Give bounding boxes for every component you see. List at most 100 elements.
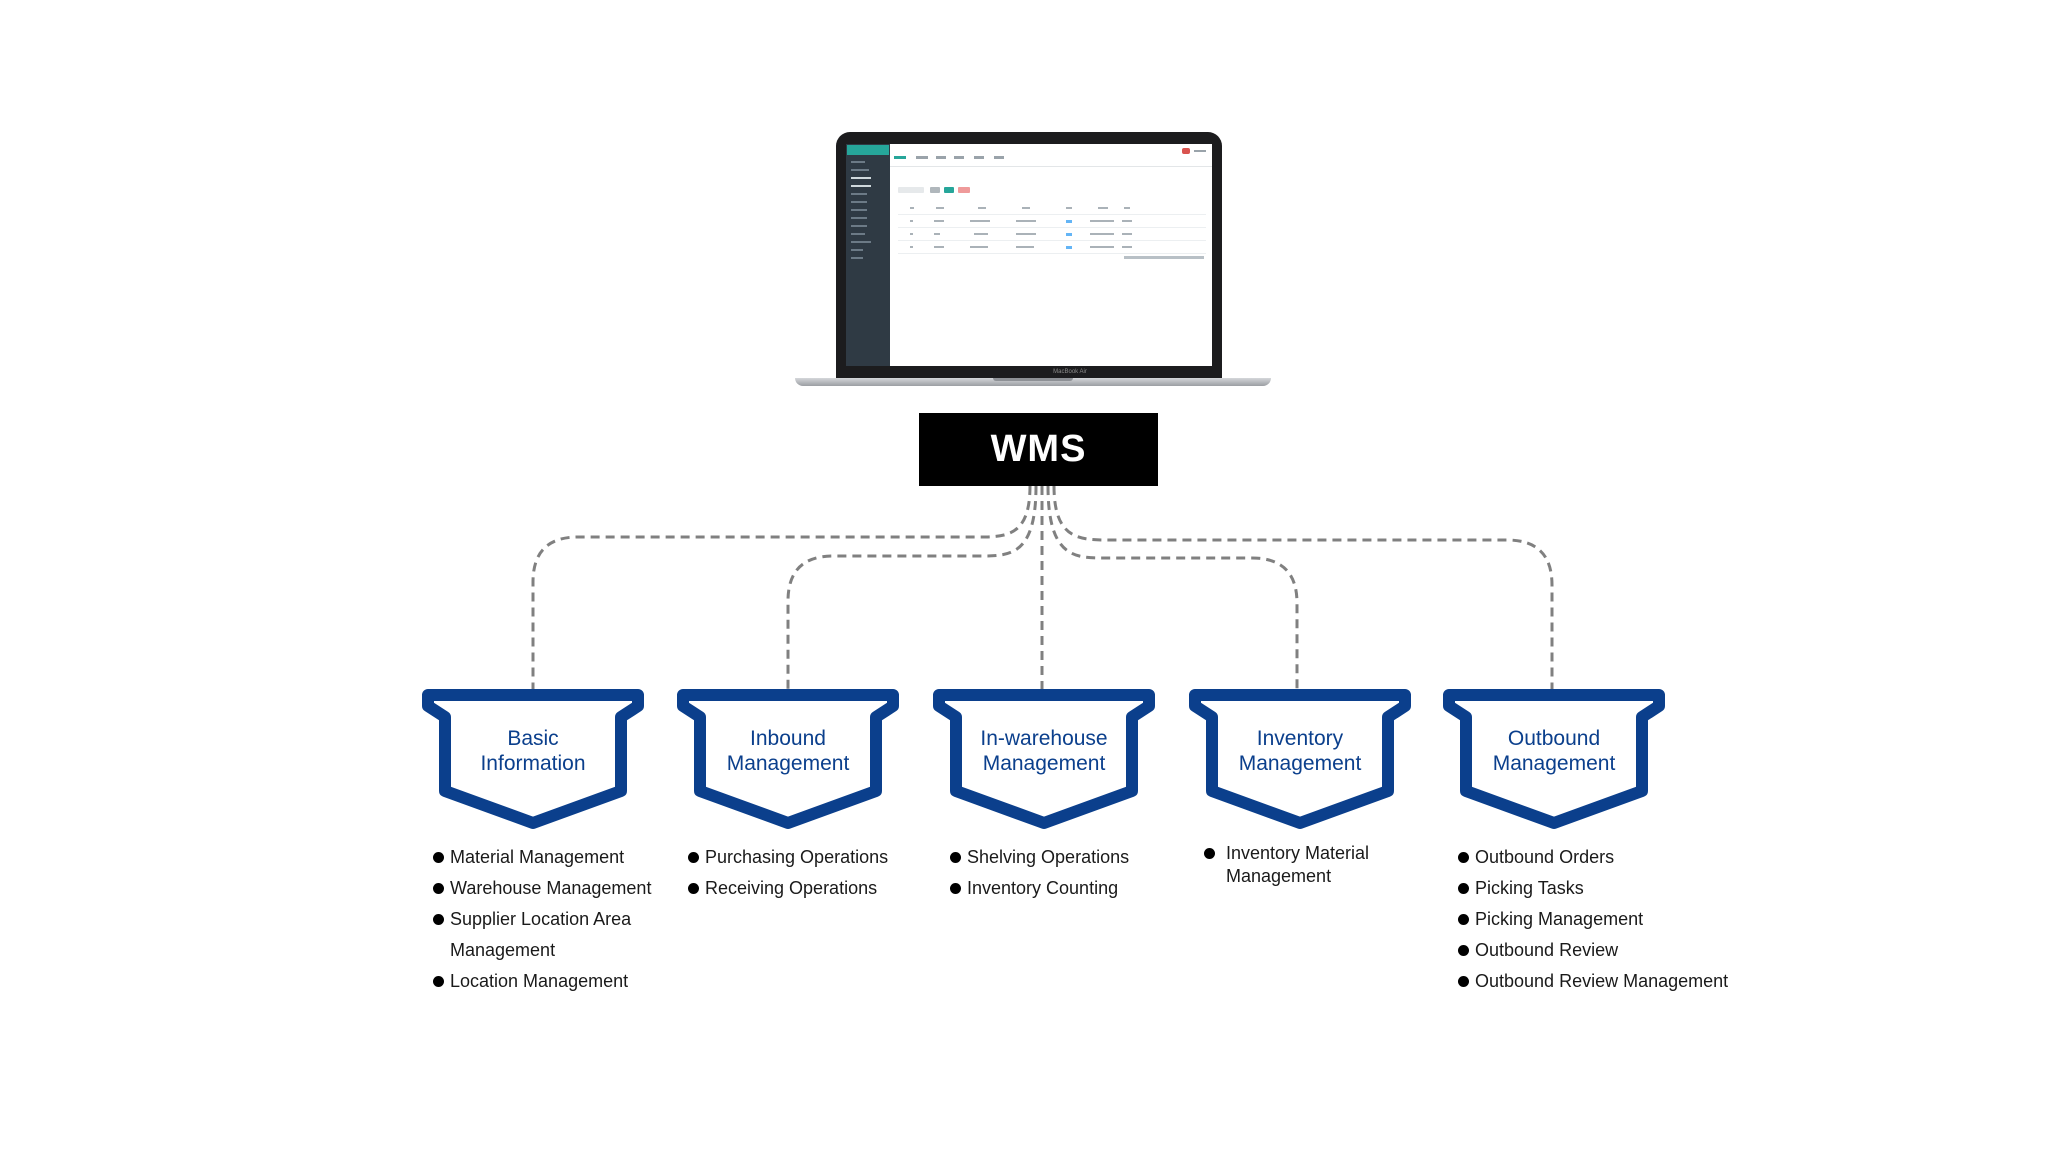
screen-cell [1122,233,1132,235]
list-item: Shelving Operations [950,842,1129,873]
screen-search-field [898,187,924,193]
screen-cell [934,233,940,235]
laptop-brand-label: MacBook Air [1053,369,1087,375]
screen-sidebar-item [851,241,871,243]
screen-cell [910,246,913,248]
screen-cell [1124,207,1130,209]
screen-cell [910,220,913,222]
connector-outbound-management [1052,485,1554,690]
laptop-lid: MacBook Air [836,132,1222,378]
module-label: In-warehouse Management [959,726,1129,776]
screen-sidebar-item [851,185,871,187]
list-item-text: Picking Management [1475,909,1644,929]
screen-tab [916,156,928,159]
bullet-icon [1204,848,1215,859]
screen-cell [910,207,914,209]
connector-inventory-management [1046,485,1299,690]
connector-inbound-management [786,485,1038,690]
screen-cell [934,220,944,222]
screen-query-button [930,187,940,193]
list-item: Outbound Orders [1458,842,1728,873]
module-shield-shape [1189,689,1411,829]
screen-cell [1098,207,1108,209]
screen-sidebar-item [851,177,871,179]
list-item-text: Outbound Review Management [1475,971,1729,991]
module-label: Inbound Management [703,726,873,776]
bullet-icon [433,883,444,894]
bullet-icon [950,883,961,894]
list-item-text: Picking Tasks [1475,878,1584,898]
list-item-text: Location Management [450,971,629,991]
bullet-icon [950,852,961,863]
bullet-icon [1458,976,1469,987]
module-inbound-management: Inbound Management [673,688,903,830]
screen-cell [936,207,944,209]
list-item: Inventory Material [1204,842,1369,865]
screen-avatar [1182,148,1190,154]
list-item-text: Management [450,940,556,960]
module-in-warehouse-management: In-warehouse Management [929,688,1159,830]
bullet-icon [433,976,444,987]
list-item-text: Outbound Orders [1475,847,1615,867]
screen-logo [847,145,889,155]
module-label-line: Outbound [1507,727,1601,750]
screen-sidebar-item [851,161,865,163]
bullet-icon [1458,883,1469,894]
screen-add-button [944,187,954,193]
list-item: Outbound Review Management [1458,966,1728,997]
laptop-notch [993,378,1073,381]
module-label-line: Management [1238,752,1362,775]
screen-cell [970,246,988,248]
module-shield-shape [677,689,899,829]
list-item-text: Inventory Counting [967,878,1119,898]
screen-cell [1066,207,1072,209]
module-label-line: Basic [507,727,559,750]
module-shield-shape [1443,689,1665,829]
screen-tab [994,156,1004,159]
module-label: Basic Information [448,726,618,776]
list-item-text: Outbound Review [1475,940,1619,960]
list-item: Supplier Location Area [433,904,651,935]
list-item-text: Purchasing Operations [705,847,889,867]
screen-cell [1122,220,1132,222]
screen-sidebar-item [851,225,867,227]
screen-tab [954,156,964,159]
screen-cell [978,207,986,209]
screen-cell [1122,246,1132,248]
list-item-text: Warehouse Management [450,878,652,898]
module-label-line: Inbound [750,727,826,750]
list-item: Material Management [433,842,651,873]
list-item: Picking Tasks [1458,873,1728,904]
list-item-text: Receiving Operations [705,878,878,898]
screen-table-row [898,241,1206,254]
screen-cell [1022,207,1030,209]
module-label: Inventory Management [1215,726,1385,776]
screen-user [1194,150,1206,152]
module-shield-shape [933,689,1155,829]
screen-sidebar-item [851,201,867,203]
screen-cell [1090,233,1114,235]
list-item-text: Shelving Operations [967,847,1130,867]
screen-tab [974,156,984,159]
screen-cell [1016,220,1036,222]
in-warehouse-management-features: Shelving Operations Inventory Counting [950,842,1129,904]
screen-sidebar-item [851,249,863,251]
bullet-icon [433,852,444,863]
screen-sidebar-item [851,209,867,211]
screen-sidebar-item [851,217,867,219]
module-label-line: In-warehouse [980,727,1108,750]
laptop-base [795,378,1271,386]
module-label-line: Management [726,752,850,775]
screen-table-row [898,215,1206,228]
laptop-mockup: MacBook Air [795,130,1271,386]
screen-cell [1016,246,1034,248]
screen-cell [1090,220,1114,222]
screen-sidebar-item [851,233,865,235]
module-label-line: Management [1492,752,1616,775]
list-item: Outbound Review [1458,935,1728,966]
list-item-continuation: Management [433,935,651,966]
screen-table [898,202,1206,254]
bullet-icon [433,914,444,925]
screen-cell [1016,233,1036,235]
screen-delete-button [958,187,970,193]
